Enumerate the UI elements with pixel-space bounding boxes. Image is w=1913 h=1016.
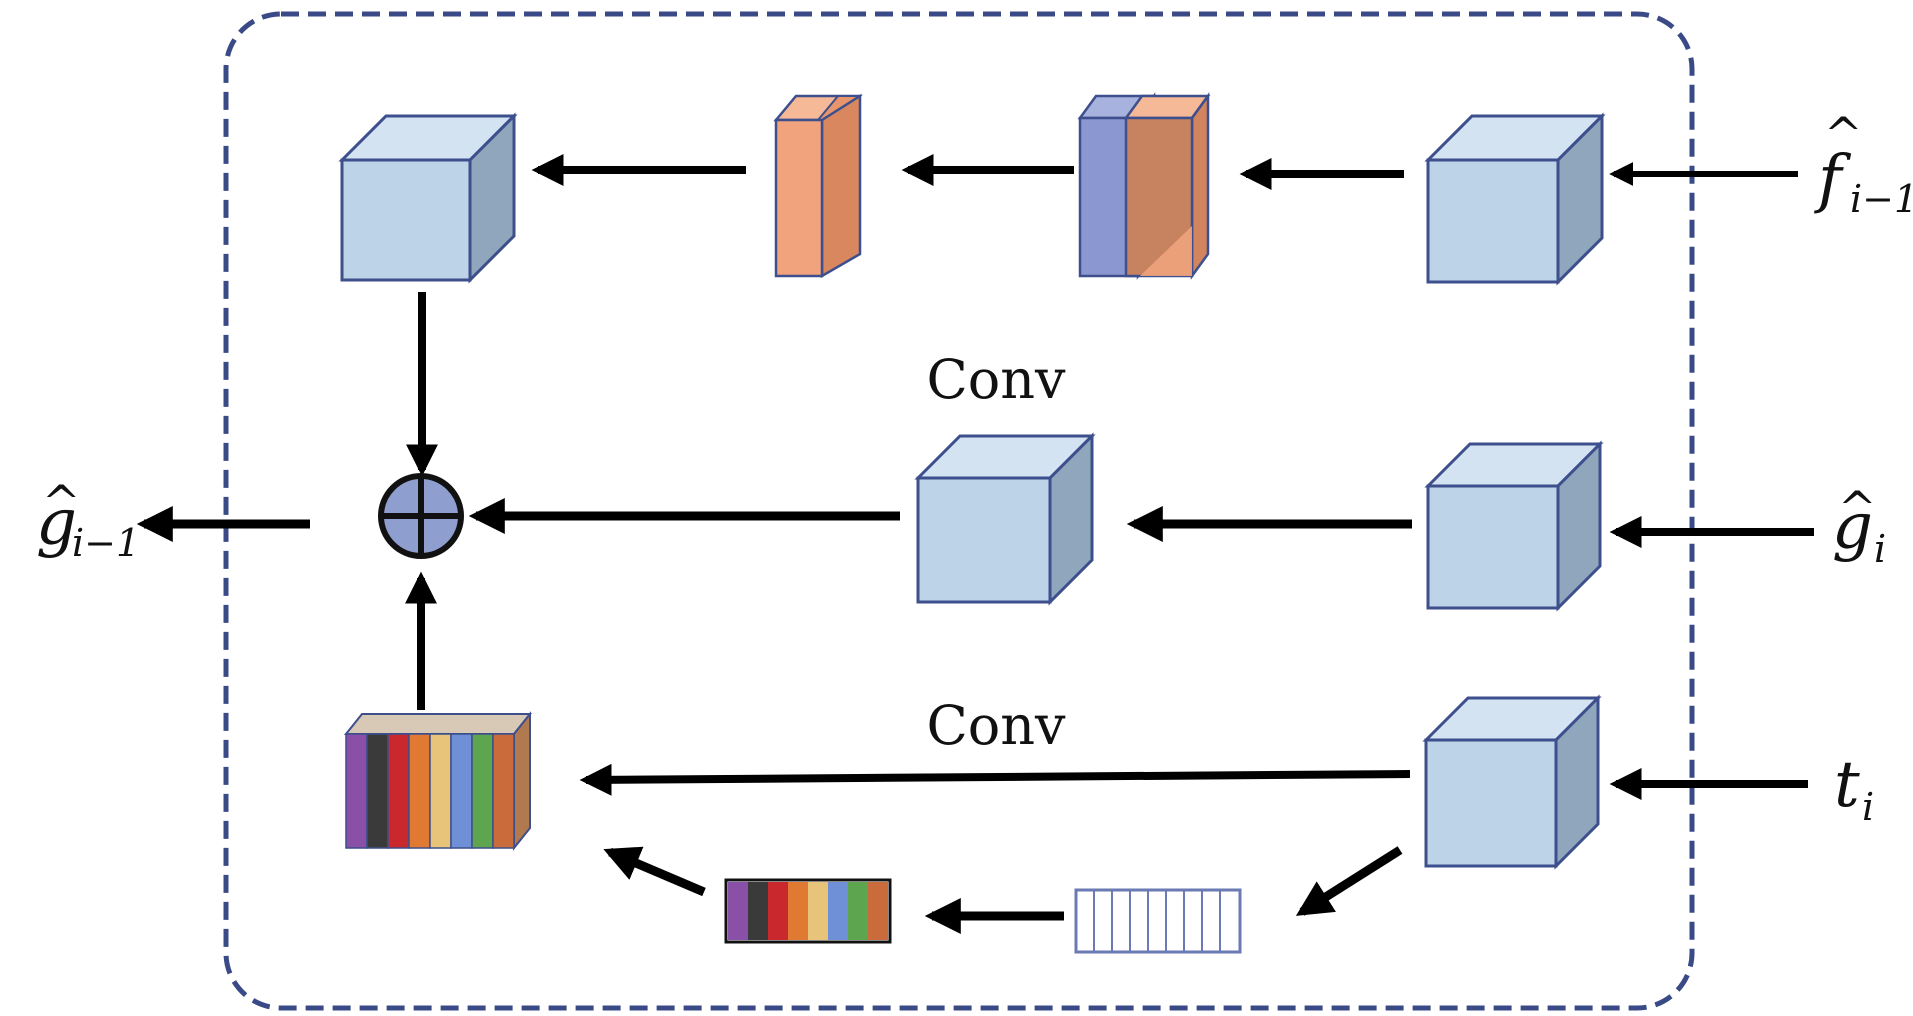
- weighted-vector: [724, 878, 892, 944]
- label-input-g-sub: i: [1874, 527, 1886, 571]
- conv-label-top: Conv: [926, 348, 1066, 411]
- hat-accent: ^: [1824, 107, 1863, 161]
- circle-plus-icon: [378, 473, 464, 559]
- arrow-t-to-pool: [1295, 846, 1403, 916]
- label-input-t-base: t: [1834, 748, 1860, 822]
- channel-attention-block: [343, 711, 533, 851]
- arrow-weights-to-block: [603, 846, 706, 897]
- label-output-g-sub: i−1: [72, 521, 140, 565]
- label-input-f: f ^ i−1: [1814, 107, 1913, 221]
- concat-slab: [1077, 92, 1211, 280]
- cube-input-g: [1424, 440, 1604, 612]
- label-input-t-sub: i: [1862, 785, 1874, 829]
- label-input-g-base: g: [1832, 490, 1873, 564]
- hat-accent: ^: [42, 475, 81, 529]
- cube-conv-middle: [914, 432, 1096, 606]
- cube-input-t: [1422, 694, 1602, 870]
- cube-top-left: [338, 112, 518, 284]
- label-output-g: g ^ i−1: [36, 475, 140, 565]
- pooled-vector: [1074, 888, 1242, 954]
- label-input-f-sub: i−1: [1850, 177, 1913, 221]
- hat-accent: ^: [1838, 481, 1877, 535]
- label-input-g: g ^ i: [1832, 481, 1886, 571]
- arrow-t-to-channel-block: [579, 763, 1411, 796]
- orange-slab: [773, 93, 863, 279]
- conv-label-bottom: Conv: [926, 694, 1066, 757]
- module-boundary: [223, 11, 1695, 1011]
- label-input-t: t i: [1834, 748, 1874, 829]
- cube-input-f: [1424, 112, 1606, 286]
- label-output-g-base: g: [36, 486, 77, 560]
